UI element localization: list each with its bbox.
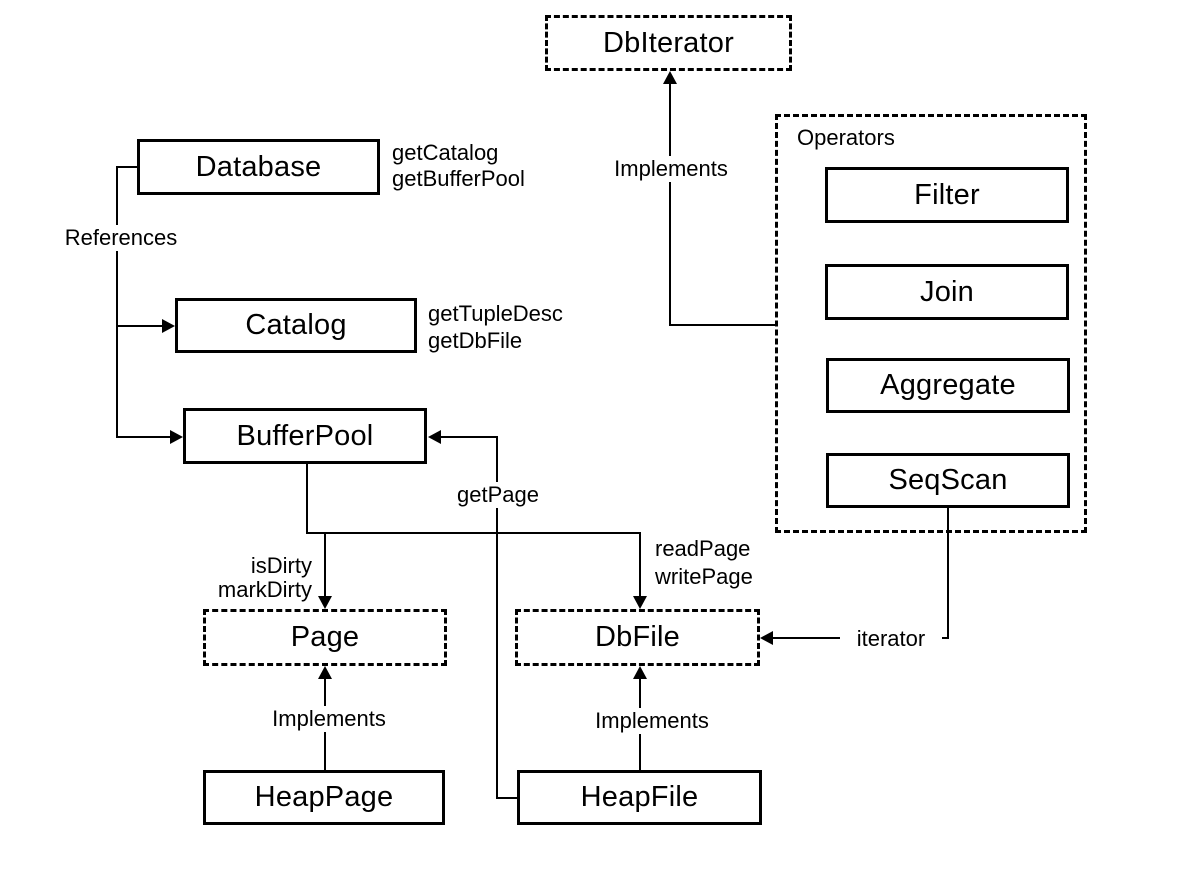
interface-box-dbiterator: DbIterator [545, 15, 792, 71]
class-box-filter: Filter [825, 167, 1069, 223]
class-box-heappage: HeapPage [203, 770, 445, 825]
connector-getpage-v [496, 436, 498, 799]
class-label-aggregate: Aggregate [880, 369, 1016, 401]
arrowhead-into-dbfile-right [760, 631, 773, 645]
arrowhead-into-bufferpool-left [170, 430, 183, 444]
annotation-implements-dbiterator: Implements [601, 156, 741, 182]
class-box-join: Join [825, 264, 1069, 320]
connector-getpage-h-bottom [496, 797, 517, 799]
annotation-iterator: iterator [840, 626, 942, 652]
annotation-dbfile-methods: readPage writePage [655, 535, 753, 591]
connector-bufferpool-fanout [306, 532, 641, 534]
class-box-heapfile: HeapFile [517, 770, 762, 825]
group-box-operators [775, 114, 1087, 533]
class-label-heapfile: HeapFile [580, 781, 699, 813]
connector-getpage-h-top [440, 436, 497, 438]
connector-to-page-v [324, 532, 326, 597]
annotation-getdbfile: getDbFile [428, 328, 523, 353]
connector-to-dbfile-v [639, 532, 641, 597]
annotation-getbufferpool: getBufferPool [392, 166, 525, 191]
annotation-markdirty: markDirty [217, 577, 312, 602]
class-label-join: Join [920, 275, 974, 308]
arrowhead-into-page-bottom [318, 666, 332, 679]
connector-implements-dbiterator-h [669, 324, 777, 326]
connector-references-to-catalog [116, 325, 163, 327]
connector-implements-dbiterator-v [669, 83, 671, 326]
class-label-catalog: Catalog [245, 309, 347, 341]
interface-box-page: Page [203, 609, 447, 666]
connector-iterator-v [947, 508, 949, 639]
connector-references-stub [116, 166, 137, 168]
annotation-gettupledesc: getTupleDesc [428, 301, 563, 326]
class-label-seqscan: SeqScan [888, 464, 1008, 496]
connector-references-trunk [116, 166, 118, 438]
class-box-catalog: Catalog [175, 298, 417, 353]
connector-bufferpool-down [306, 463, 308, 534]
arrowhead-into-bufferpool-right [428, 430, 441, 444]
interface-label-dbiterator: DbIterator [603, 26, 734, 59]
arrowhead-into-page-top [318, 596, 332, 609]
class-label-heappage: HeapPage [254, 781, 394, 813]
connector-references-to-bufferpool [116, 436, 171, 438]
interface-label-dbfile: DbFile [595, 621, 680, 653]
annotation-writepage: writePage [655, 564, 753, 589]
class-box-aggregate: Aggregate [826, 358, 1070, 413]
annotation-getcatalog: getCatalog [392, 140, 499, 165]
arrowhead-into-dbfile-bottom [633, 666, 647, 679]
annotation-getpage: getPage [445, 482, 551, 508]
class-label-database: Database [195, 150, 322, 183]
class-box-seqscan: SeqScan [826, 453, 1070, 508]
arrowhead-into-catalog [162, 319, 175, 333]
annotation-references: References [54, 225, 188, 251]
class-label-filter: Filter [914, 178, 980, 211]
class-box-database: Database [137, 139, 380, 195]
annotation-database-methods: getCatalog getBufferPool [392, 140, 525, 192]
arrowhead-into-dbiterator [663, 71, 677, 84]
interface-label-page: Page [290, 621, 360, 653]
annotation-isdirty: isDirty [250, 553, 312, 578]
group-label-operators: Operators [797, 125, 895, 150]
annotation-page-methods: isDirty markDirty [212, 554, 312, 602]
annotation-implements-page: Implements [259, 706, 399, 732]
annotation-readpage: readPage [655, 536, 751, 561]
annotation-implements-dbfile: Implements [582, 708, 722, 734]
class-label-bufferpool: BufferPool [236, 419, 374, 452]
annotation-catalog-methods: getTupleDesc getDbFile [428, 300, 563, 354]
class-box-bufferpool: BufferPool [183, 408, 427, 464]
arrowhead-into-dbfile-top [633, 596, 647, 609]
interface-box-dbfile: DbFile [515, 609, 760, 666]
